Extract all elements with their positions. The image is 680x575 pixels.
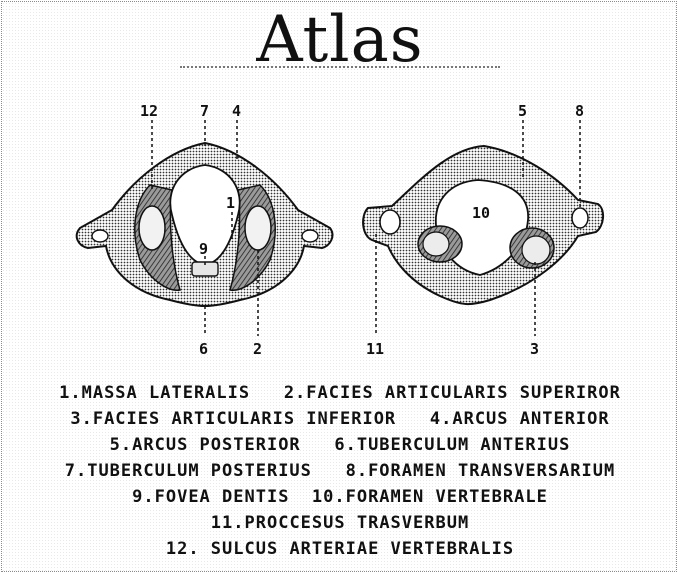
label-1: 1: [226, 194, 235, 212]
label-10: 10: [472, 204, 490, 222]
legend-line: 7.TUBERCULUM POSTERIUS 8.FORAMEN TRANSVE…: [64, 461, 616, 481]
legend-line: 12. SULCUS ARTERIAE VERTEBRALIS: [165, 539, 515, 559]
facet-inferior-right-face: [521, 235, 551, 265]
page-title: Atlas: [256, 3, 424, 77]
legend-line: 11.PROCCESUS TRASVERBUM: [210, 513, 470, 533]
label-6: 6: [199, 340, 208, 358]
transverse-foramen-left: [91, 229, 109, 243]
legend-line: 3.FACIES ARTICULARIS INFERIOR 4.ARCUS AN…: [70, 409, 610, 429]
legend-line: 5.ARCUS POSTERIOR 6.TUBERCULUM ANTERIUS: [109, 435, 571, 455]
label-7: 7: [200, 102, 209, 120]
atlas-inferior-view: 5 8 10 11 3: [362, 102, 604, 358]
legend-line: 9.FOVEA DENTIS 10.FORAMEN VERTEBRALE: [132, 487, 548, 507]
title-underline: [180, 66, 500, 68]
atlas-superior-view: 12 7 4 1 9 6 2: [75, 102, 334, 358]
label-2: 2: [253, 340, 262, 358]
legend: 1.MASSA LATERALIS 2.FACIES ARTICULARIS S…: [0, 380, 680, 562]
label-12: 12: [140, 102, 158, 120]
facet-inferior-left-face: [422, 231, 450, 257]
facet-superior-left: [138, 205, 166, 251]
label-9: 9: [199, 240, 208, 258]
label-8: 8: [575, 102, 584, 120]
label-5: 5: [518, 102, 527, 120]
facet-superior-right: [244, 205, 272, 251]
legend-line: 1.MASSA LATERALIS 2.FACIES ARTICULARIS S…: [59, 383, 621, 403]
label-3: 3: [530, 340, 539, 358]
label-11: 11: [366, 340, 384, 358]
transverse-foramen-left-r: [379, 209, 401, 235]
atlas-diagram: 12 7 4 1 9 6 2 5 8 10 11 3: [75, 102, 604, 358]
transverse-foramen-right-r: [571, 207, 589, 229]
label-4: 4: [232, 102, 241, 120]
transverse-foramen-right: [301, 229, 319, 243]
